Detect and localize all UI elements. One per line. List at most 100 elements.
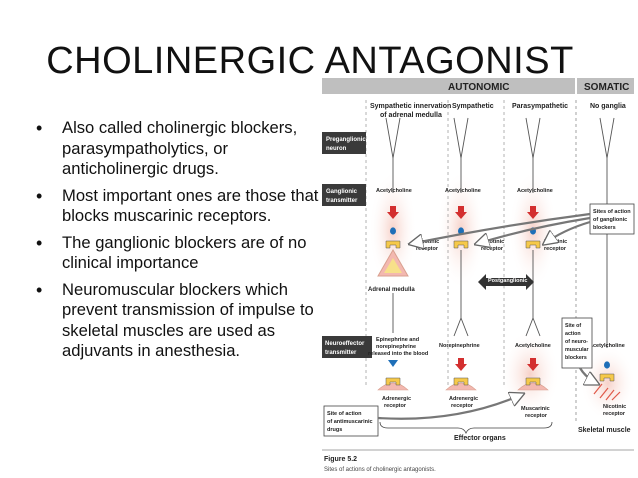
column-header: of adrenal medulla bbox=[380, 112, 442, 119]
side-label-box bbox=[322, 132, 366, 154]
receptor-label: Nicotinic bbox=[481, 239, 504, 245]
callout-arrow bbox=[579, 367, 598, 384]
effector-organs-brace bbox=[379, 421, 553, 435]
callout-text: blockers bbox=[565, 355, 587, 361]
bullet-dot-icon: • bbox=[36, 279, 43, 300]
effector-organ-shape bbox=[377, 382, 409, 391]
bullet-text: Most important ones are those that block… bbox=[62, 185, 319, 226]
bullet-dot-icon: • bbox=[36, 118, 43, 138]
somatic-header: SOMATIC bbox=[584, 82, 629, 93]
receptor-label: receptor bbox=[384, 403, 407, 409]
transmitter-label: Norepinephrine bbox=[439, 343, 480, 349]
bullet-dot-icon: • bbox=[36, 232, 43, 253]
postganglionic-label: neurons bbox=[496, 285, 518, 291]
receptor-label: receptor bbox=[416, 246, 439, 252]
bullet-text: Neuromuscular blockers which prevent tra… bbox=[62, 279, 314, 361]
receptor-label: receptor bbox=[603, 411, 626, 417]
transmitter-label: Acetylcholine bbox=[515, 343, 551, 349]
effector-organs-label: Effector organs bbox=[454, 435, 506, 442]
bullet-list: • Also called cholinergic blockers, paras… bbox=[36, 118, 321, 368]
receptor-label: receptor bbox=[544, 246, 567, 252]
muscarinic-receptor-icon bbox=[525, 377, 541, 386]
bullet-item: • The ganglionic blockers are of no clini… bbox=[36, 233, 321, 274]
figure-caption-title: Figure 5.2 bbox=[324, 456, 357, 463]
transmitter-label: Epinephrine and bbox=[376, 337, 419, 343]
neuron-line bbox=[453, 250, 469, 337]
callout-text: of antimuscarinic bbox=[327, 419, 373, 425]
receptor-label: receptor bbox=[481, 246, 504, 252]
blue-dot-icon bbox=[604, 361, 610, 369]
transmitter-label: Acetylcholine bbox=[376, 188, 412, 194]
column-header: Parasympathetic bbox=[512, 103, 568, 110]
postganglionic-label: Postganglionic bbox=[488, 278, 527, 284]
neuron-line bbox=[599, 117, 615, 159]
red-arrow-icon bbox=[527, 206, 539, 219]
nicotinic-receptor-icon bbox=[453, 240, 469, 249]
neuromuscular-blockers-callout bbox=[561, 317, 593, 369]
callout-text: action bbox=[565, 331, 581, 337]
bullet-item: • Neuromuscular blockers which prevent tr… bbox=[36, 280, 321, 362]
adrenergic-receptor-icon bbox=[453, 377, 469, 386]
ganglionic-blockers-callout bbox=[589, 203, 635, 235]
column-header: Sympathetic bbox=[452, 103, 494, 110]
callout-text: of ganglionic bbox=[593, 217, 627, 223]
side-label: Ganglionic bbox=[326, 189, 358, 195]
column-header: No ganglia bbox=[590, 103, 626, 110]
neuron-line bbox=[385, 117, 401, 159]
neuron-line bbox=[525, 250, 541, 337]
callout-text: Site of bbox=[565, 323, 581, 329]
bullet-item: • Most important ones are those that bloc… bbox=[36, 186, 321, 227]
side-label-box bbox=[322, 336, 372, 358]
callout-arrow bbox=[544, 220, 591, 244]
side-label: neuron bbox=[326, 146, 347, 152]
side-label: Neuroeffector bbox=[325, 341, 365, 347]
bullet-text: Also called cholinergic blockers, parasy… bbox=[62, 118, 298, 178]
nicotinic-receptor-icon bbox=[385, 240, 401, 249]
side-label: transmitter bbox=[326, 198, 358, 204]
blue-triangle-icon bbox=[388, 360, 398, 367]
callout-arrow bbox=[476, 216, 591, 244]
transmitter-label: Acetylcholine bbox=[445, 188, 481, 194]
nicotinic-receptor-icon bbox=[525, 240, 541, 249]
adrenergic-receptor-icon bbox=[385, 377, 401, 386]
effector-organ-shape bbox=[517, 382, 549, 391]
red-arrow-icon bbox=[387, 206, 399, 219]
glow-shape bbox=[580, 345, 636, 421]
receptor-label: Nicotinic bbox=[603, 404, 626, 410]
blue-dot-icon bbox=[390, 227, 396, 235]
bullet-item: • Also called cholinergic blockers, paras… bbox=[36, 118, 321, 180]
slide-title: CHOLINERGIC ANTAGONIST bbox=[46, 40, 574, 82]
autonomic-header: AUTONOMIC bbox=[448, 82, 509, 93]
skeletal-muscle-icon bbox=[593, 383, 621, 401]
bullet-text: The ganglionic blockers are of no clinic… bbox=[62, 232, 307, 273]
transmitter-label: Acetylcholine bbox=[517, 188, 553, 194]
skeletal-muscle-label: Skeletal muscle bbox=[578, 427, 631, 434]
side-label-box bbox=[322, 184, 366, 206]
effector-organ-shape bbox=[445, 382, 477, 391]
side-label: Preganglionic bbox=[326, 137, 366, 143]
callout-text: muscular bbox=[565, 347, 589, 353]
neuron-line bbox=[525, 117, 541, 159]
transmitter-label: released into the blood bbox=[368, 351, 428, 357]
column-header: Sympathetic innervation bbox=[370, 103, 451, 110]
adrenal-medulla-label: Adrenal medulla bbox=[368, 287, 415, 293]
adrenal-medulla-core bbox=[384, 258, 402, 273]
receptor-label: Muscarinic bbox=[521, 406, 550, 412]
receptor-label: Adrenergic bbox=[449, 396, 478, 402]
callout-text: Sites of action bbox=[593, 209, 631, 215]
callout-text: blockers bbox=[593, 225, 616, 231]
callout-text: drugs bbox=[327, 427, 342, 433]
neuron-line bbox=[453, 117, 469, 159]
antimuscarinic-callout bbox=[323, 405, 379, 437]
cholinergic-antagonist-figure: AUTONOMIC SOMATIC Sympathetic innervatio… bbox=[322, 78, 636, 473]
callout-arrow bbox=[410, 212, 591, 244]
callout-arrow bbox=[377, 394, 523, 420]
receptor-label: receptor bbox=[451, 403, 474, 409]
callout-text: of neuro- bbox=[565, 339, 588, 345]
red-arrow-icon bbox=[455, 358, 467, 371]
header-bar bbox=[322, 78, 634, 94]
postganglionic-arrow-icon bbox=[478, 274, 534, 290]
nicotinic-receptor-icon bbox=[599, 373, 615, 382]
transmitter-label: Acetylcholine bbox=[589, 343, 625, 349]
bullet-dot-icon: • bbox=[36, 185, 43, 206]
